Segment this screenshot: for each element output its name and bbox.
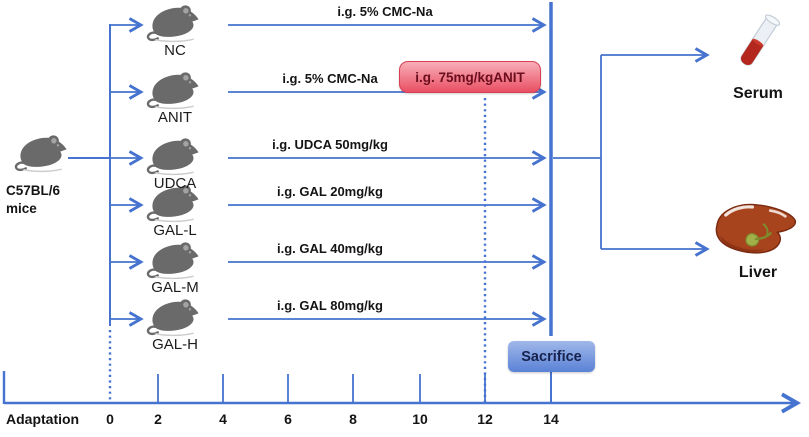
tick-label-10: 10: [412, 411, 428, 427]
treatment-label-gal-l: i.g. GAL 20mg/kg: [277, 184, 383, 199]
tick-label-0: 0: [106, 411, 114, 427]
tick-label-6: 6: [284, 411, 292, 427]
sacrifice-box: Sacrifice: [508, 341, 595, 372]
mouse-icon-gal-m: [146, 239, 204, 281]
treatment-label-udca: i.g. UDCA 50mg/kg: [272, 137, 388, 152]
strain-label: C57BL/6 mice: [6, 183, 61, 216]
blood-tube-icon: [724, 6, 790, 82]
treatment-label-gal-m: i.g. GAL 40mg/kg: [277, 241, 383, 256]
mouse-icon-gal-h: [146, 296, 204, 338]
tick-label-12: 12: [477, 411, 493, 427]
mouse-icon: [14, 132, 72, 174]
anit-challenge-box: i.g. 75mg/kgANIT: [399, 61, 541, 93]
treatment-label-nc: i.g. 5% CMC-Na: [337, 4, 433, 19]
liver-label: Liver: [738, 264, 778, 281]
mouse-icon-udca: [146, 135, 204, 177]
tick-label-8: 8: [349, 411, 357, 427]
group-label-nc: NC: [164, 42, 186, 59]
mouse-icon-gal-l: [146, 182, 204, 224]
group-label-gal-h: GAL-H: [152, 336, 198, 353]
serum-label: Serum: [733, 85, 783, 102]
treatment-label-gal-h: i.g. GAL 80mg/kg: [277, 298, 383, 313]
liver-icon: [708, 199, 804, 263]
mouse-icon-nc: [146, 2, 204, 44]
tick-label-2: 2: [154, 411, 162, 427]
tick-label-4: 4: [219, 411, 227, 427]
group-label-anit: ANIT: [157, 109, 193, 126]
treatment-label-anit: i.g. 5% CMC-Na: [282, 71, 378, 86]
tick-label-14: 14: [543, 411, 559, 427]
group-label-gal-l: GAL-L: [153, 222, 197, 239]
anit-challenge-label: i.g. 75mg/kgANIT: [415, 69, 525, 85]
adaptation-label: Adaptation: [6, 411, 80, 427]
group-label-udca: UDCA: [153, 175, 197, 192]
sacrifice-label: Sacrifice: [521, 348, 582, 365]
mouse-icon-anit: [146, 69, 204, 111]
group-label-gal-m: GAL-M: [151, 279, 199, 296]
